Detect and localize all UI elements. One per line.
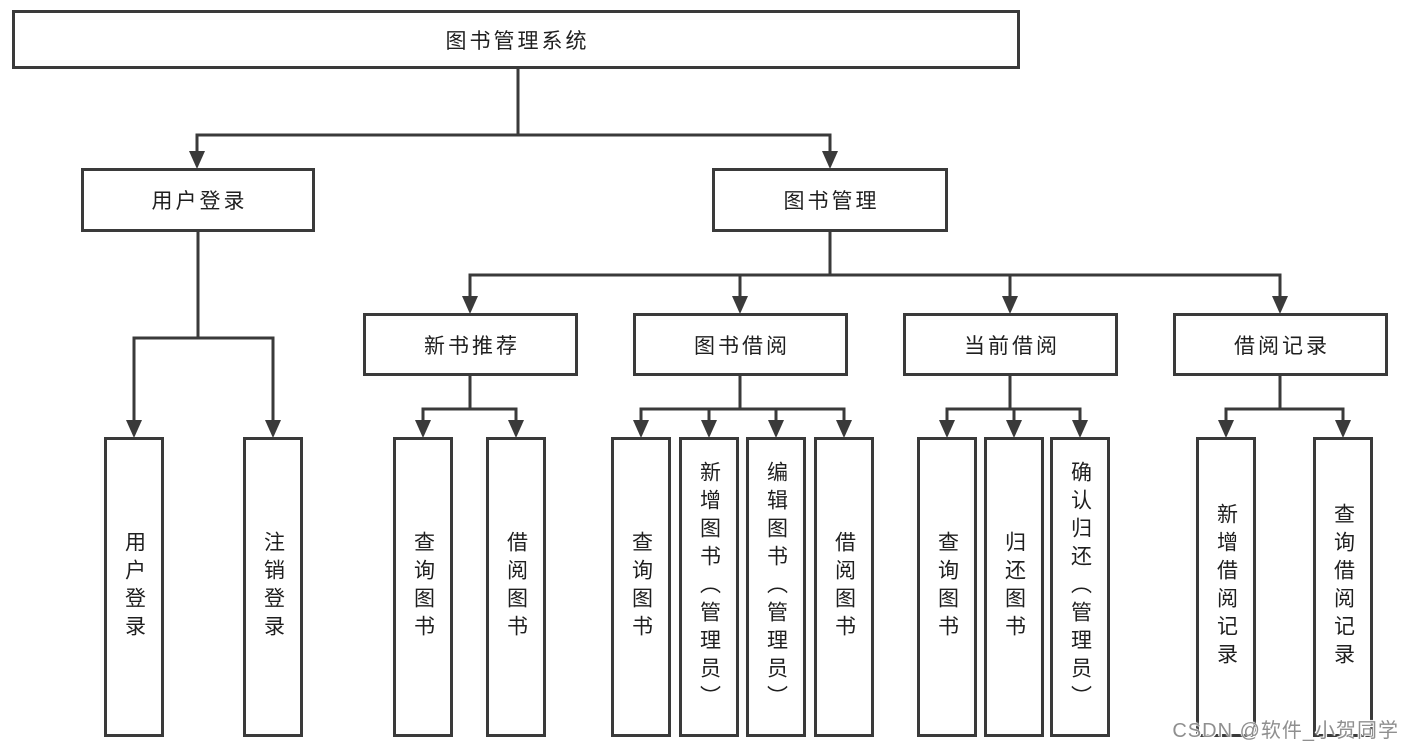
leaf-logout: 注销登录: [243, 437, 303, 737]
leaf-query-borrow-record: 查询借阅记录: [1313, 437, 1373, 737]
node-book-borrowing: 图书借阅: [633, 313, 848, 376]
leaf-query-books-current: 查询图书: [917, 437, 977, 737]
node-borrowing-records: 借阅记录: [1173, 313, 1388, 376]
node-current-borrowing: 当前借阅: [903, 313, 1118, 376]
node-book-management: 图书管理: [712, 168, 948, 232]
leaf-confirm-return-admin: 确认归还（管理员）: [1050, 437, 1110, 737]
csdn-watermark: CSDN @软件_小贺同学: [1172, 720, 1399, 742]
leaf-query-books-recommend: 查询图书: [393, 437, 453, 737]
leaf-borrow-books-recommend: 借阅图书: [486, 437, 546, 737]
leaf-add-book-admin: 新增图书（管理员）: [679, 437, 739, 737]
leaf-user-login: 用户登录: [104, 437, 164, 737]
leaf-add-borrow-record: 新增借阅记录: [1196, 437, 1256, 737]
leaf-return-book: 归还图书: [984, 437, 1044, 737]
leaf-edit-book-admin: 编辑图书（管理员）: [746, 437, 806, 737]
node-new-book-recommend: 新书推荐: [363, 313, 578, 376]
node-book-management-system: 图书管理系统: [12, 10, 1020, 69]
leaf-borrow-books-borrowing: 借阅图书: [814, 437, 874, 737]
leaf-query-books-borrowing: 查询图书: [611, 437, 671, 737]
node-user-login: 用户登录: [81, 168, 315, 232]
